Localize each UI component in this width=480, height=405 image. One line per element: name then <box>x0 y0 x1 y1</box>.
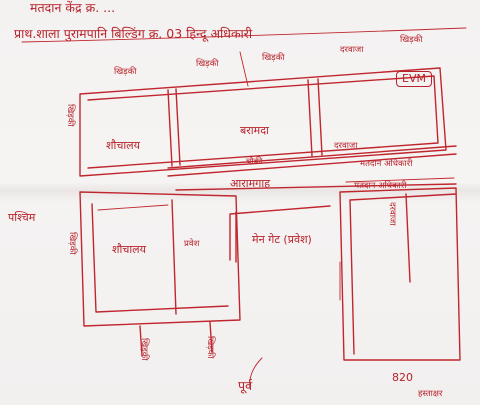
lower-left-block <box>79 191 241 327</box>
polling-officer-upper: मतदान अधिकारी <box>360 159 413 169</box>
lower-left-inner <box>91 203 229 313</box>
upper-wall-2 <box>307 78 323 157</box>
corridor-label: आरामगाह <box>230 177 271 190</box>
header-underline <box>21 27 467 43</box>
evm-box: EVM <box>396 71 432 87</box>
west-label: पश्चिम <box>8 211 36 224</box>
bottom-stubs <box>139 321 213 357</box>
entry-label: प्रवेश <box>184 239 200 249</box>
top-door-label: दरवाजा <box>340 45 364 55</box>
page-number: 820 <box>392 371 413 384</box>
room-toilet-lower: शौचालय <box>112 243 147 256</box>
corridor-line <box>175 183 457 191</box>
center-arrow <box>239 51 249 87</box>
right-block-top <box>345 177 455 183</box>
top-window-label-5: खिड़की <box>400 35 423 45</box>
signature: हस्ताक्षर <box>418 389 443 399</box>
upper-block-outline <box>79 67 447 177</box>
top-window-label-1: खिड़की <box>114 67 137 77</box>
room-verandah: बरामदा <box>240 124 269 137</box>
right-door-label: दरवाजा <box>387 202 397 226</box>
top-window-label-3: खिड़की <box>262 53 285 63</box>
left-lower-window: खिड़की <box>67 232 77 255</box>
east-label: पूर्व <box>238 378 253 393</box>
upper-block-inner <box>87 75 439 169</box>
header-line-1: मतदान केंद्र क्र. ... <box>30 0 116 15</box>
top-strip-door: दरवाजा <box>334 141 358 151</box>
east-arrow <box>249 357 263 389</box>
lower-left-wall <box>171 199 177 315</box>
bottom-window-2: खिड़की <box>205 336 215 359</box>
right-block <box>339 187 461 361</box>
lower-left-shade <box>97 204 169 211</box>
inner-post-label: चौकी <box>246 157 263 167</box>
main-gate-label: मेन गेट (प्रवेश) <box>252 233 312 246</box>
header-line-2: प्राथ.शाला पुरामपानि बिल्डिंग क्र. 03 हि… <box>14 26 253 41</box>
left-upper-window: खिड़की <box>65 104 75 127</box>
bottom-window-1: खिड़की <box>139 338 149 361</box>
corridor-strip <box>167 145 457 177</box>
polling-officer-right: मतदान अधिकारी <box>354 181 407 191</box>
room-toilet-upper: शौचालय <box>106 139 141 152</box>
lower-mid-walls <box>229 205 331 263</box>
upper-wall-1 <box>167 88 181 167</box>
right-block-inner <box>349 193 457 355</box>
top-window-label-2: खिड़की <box>196 59 219 69</box>
